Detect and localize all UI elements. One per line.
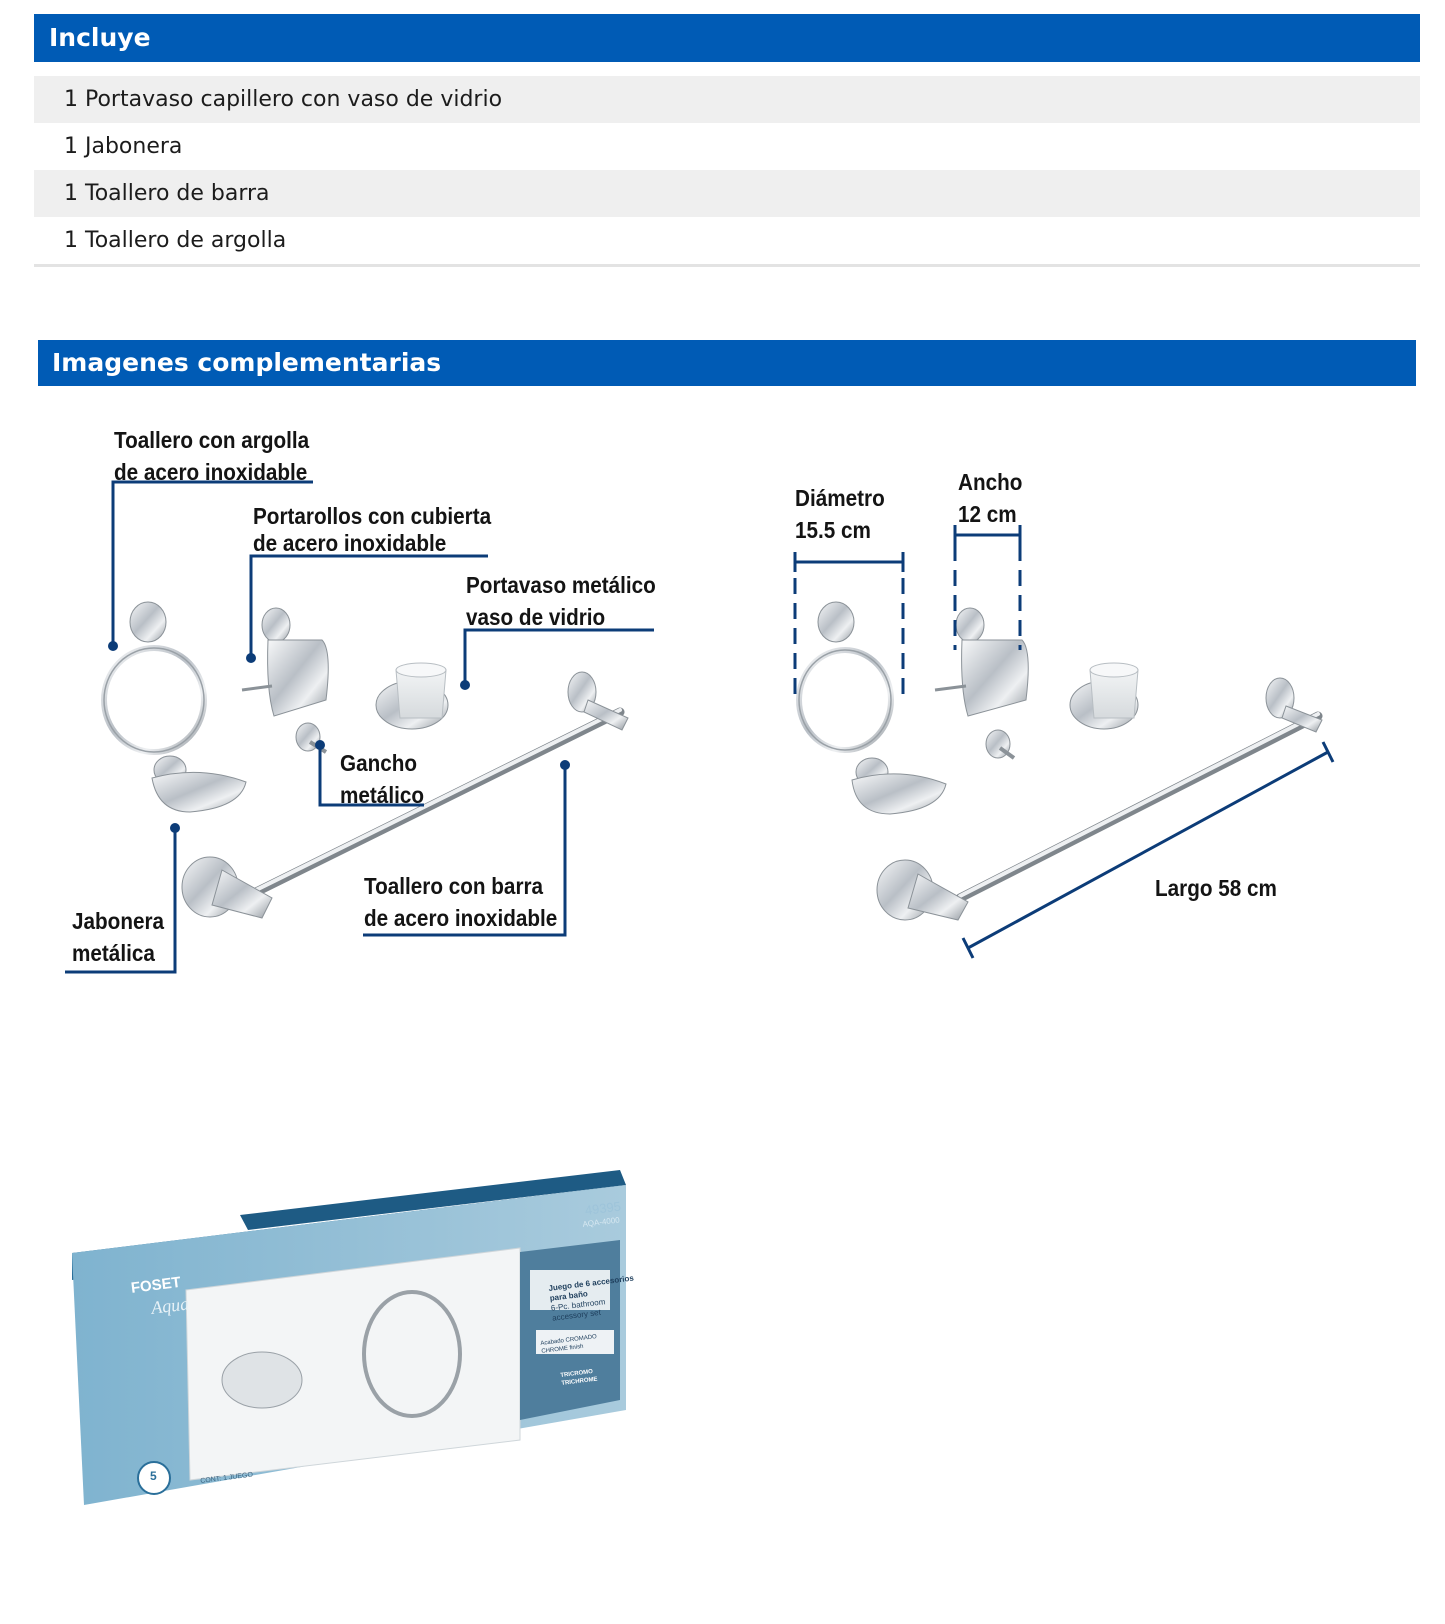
package-warranty: 5 [150,1469,157,1483]
label-soap-line1: Jabonera [72,908,165,934]
includes-list: 1 Portavaso capillero con vaso de vidrio… [34,76,1420,267]
label-width-value: 12 cm [958,501,1017,527]
label-width-line1: Ancho [958,469,1023,495]
hook-dim [985,729,1016,760]
label-ring-line1: Toallero con argolla [114,427,310,453]
soap-dish [151,755,247,813]
callout-dots [108,641,570,833]
label-bar-line2: de acero inoxidable [364,905,558,931]
list-item: 1 Jabonera [34,123,1420,170]
cup-holder-dim [1069,662,1139,730]
list-item: 1 Toallero de argolla [34,217,1420,264]
list-item: 1 Portavaso capillero con vaso de vidrio [34,76,1420,123]
label-ring-line2: de acero inoxidable [114,459,308,485]
label-soap-line2: metálica [72,940,155,966]
bar-towel-holder-dim [876,677,1323,921]
label-cup-line2: vaso de vidrio [466,604,606,630]
label-paper-line1: Portarollos con cubierta [253,503,492,529]
list-item: 1 Toallero de barra [34,170,1420,217]
label-diameter-line1: Diámetro [795,485,885,511]
callout-lines [65,480,654,974]
soap-dish-dim [851,757,947,815]
label-hook-line2: metálico [340,782,424,808]
label-hook-line1: Gancho [340,750,418,776]
ring-towel-holder-dim [796,601,894,753]
images-header: Imagenes complementarias [38,340,1416,386]
label-paper-line2: de acero inoxidable [253,530,447,556]
cup-holder [375,662,449,730]
hook [295,722,328,754]
includes-header: Incluye [34,14,1420,62]
paper-holder [241,607,329,717]
paper-holder-dim [934,607,1029,717]
ring-towel-holder [101,601,207,755]
label-length: Largo 58 cm [1155,875,1277,901]
label-cup-line1: Portavaso metálico [466,572,656,598]
bar-towel-holder [181,671,629,919]
package-box [72,1170,626,1505]
label-bar-line1: Toallero con barra [364,873,544,899]
label-diameter-value: 15.5 cm [795,517,871,543]
dimension-lines [793,525,1335,959]
